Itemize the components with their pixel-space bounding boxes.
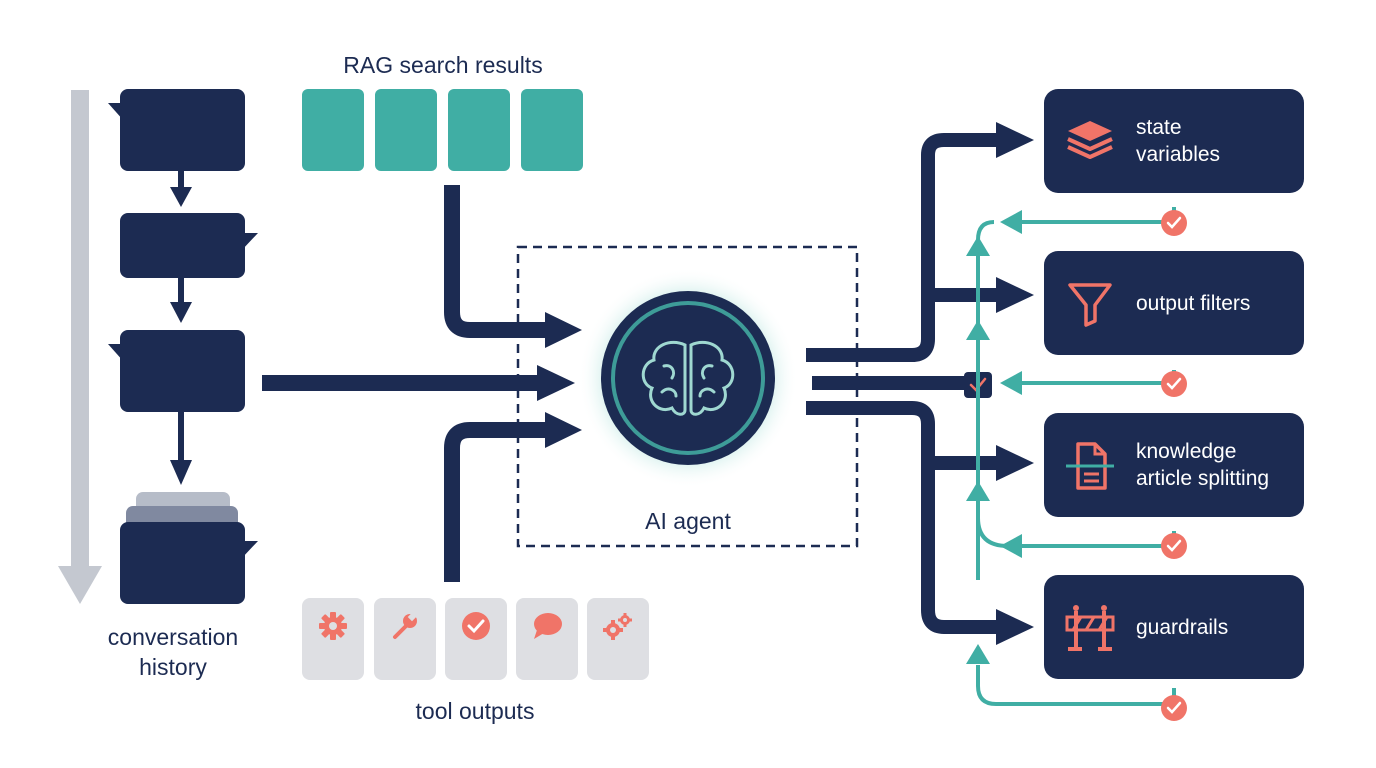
funnel-icon	[1068, 283, 1112, 327]
output-arrowheads	[996, 122, 1034, 645]
rag-search-results-label: RAG search results	[343, 52, 543, 78]
conversation-history-label: conversation history	[107, 624, 239, 680]
output-card-guardrails: guardrails	[1044, 575, 1304, 679]
speech-bubble-icon	[534, 613, 562, 639]
tool-output-tile	[587, 598, 649, 680]
history-bubble	[108, 89, 245, 171]
history-bubble-stack	[120, 492, 258, 604]
output-card-label: knowledge article splitting	[1136, 440, 1270, 490]
rag-result-tile	[375, 89, 437, 171]
wrench-icon	[393, 612, 417, 639]
document-split-icon	[1066, 442, 1114, 490]
tool-output-tile	[374, 598, 436, 680]
rag-result-tile	[302, 89, 364, 171]
rag-result-tile	[521, 89, 583, 171]
gear-icon	[319, 612, 347, 640]
output-card-output-filters: output filters	[1044, 251, 1304, 355]
check-badge	[1161, 210, 1187, 236]
history-timeline	[58, 90, 102, 604]
layers-icon	[1067, 121, 1113, 159]
rag-to-agent-arrow	[444, 185, 582, 348]
history-bubble	[120, 213, 258, 278]
ai-agent-core	[578, 268, 798, 488]
check-badge	[1161, 371, 1187, 397]
history-to-agent-arrow	[262, 365, 575, 401]
history-arrow	[170, 412, 192, 485]
agent-output-arrows	[806, 133, 1000, 634]
tool-output-tile	[302, 598, 364, 680]
tools-to-agent-arrow	[444, 412, 582, 582]
output-card-label: state variables	[1136, 116, 1221, 166]
tool-output-tile	[516, 598, 578, 680]
feedback-arrowheads	[966, 210, 1022, 664]
rag-result-tile	[448, 89, 510, 171]
ai-agent-label: AI agent	[645, 508, 731, 534]
barrier-icon	[1065, 605, 1115, 651]
gears-icon	[603, 613, 632, 640]
output-card-state-variables: state variables	[1044, 89, 1304, 193]
history-bubble	[108, 330, 245, 412]
check-circle-icon	[462, 612, 490, 640]
output-card-label: guardrails	[1136, 615, 1229, 639]
history-arrow	[170, 171, 192, 207]
tool-output-tile	[445, 598, 507, 680]
output-card-label: output filters	[1136, 291, 1251, 315]
check-badge	[1161, 695, 1187, 721]
tool-outputs-label: tool outputs	[415, 698, 535, 724]
history-arrow	[170, 278, 192, 323]
brain-icon	[641, 340, 735, 416]
agent-boundary	[516, 245, 859, 548]
check-badge	[1161, 533, 1187, 559]
output-card-knowledge-article-splitting: knowledge article splitting	[1044, 413, 1304, 517]
